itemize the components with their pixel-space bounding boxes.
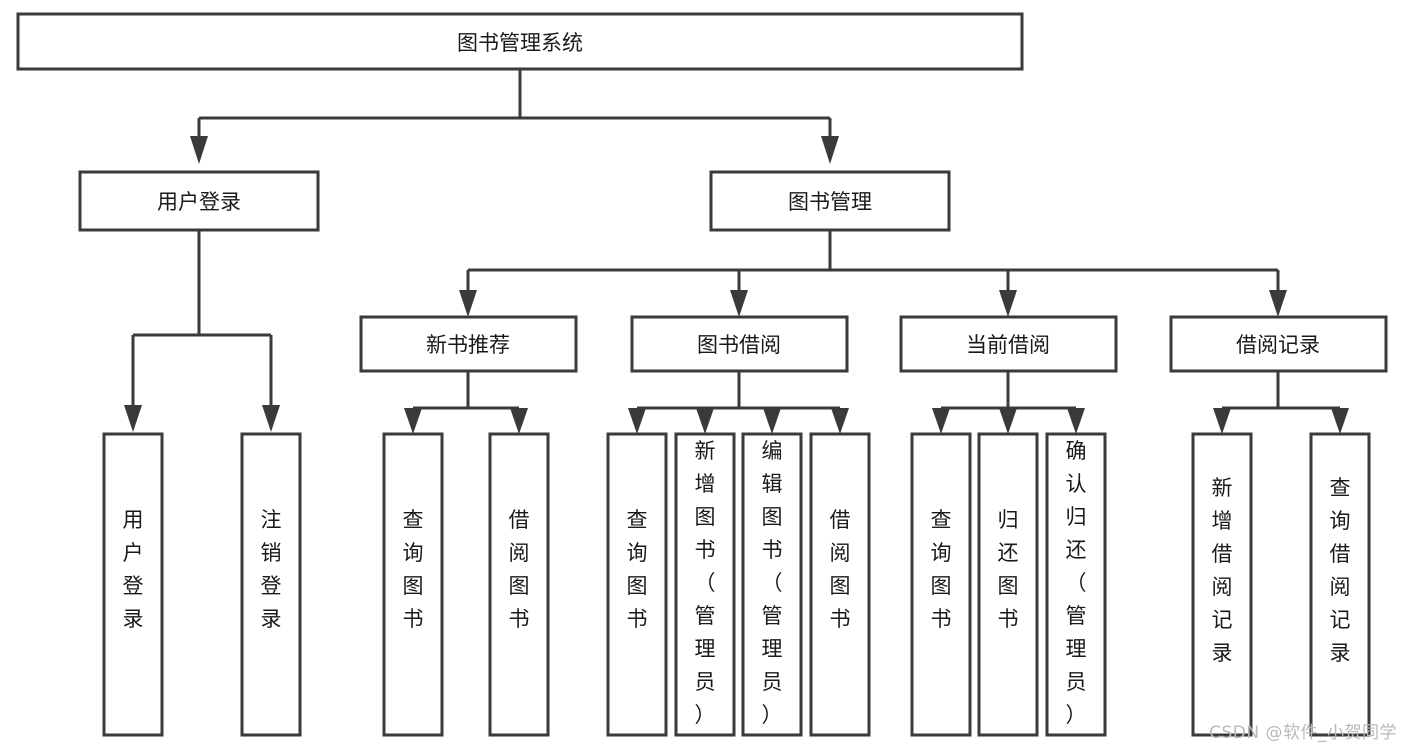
arrowhead-book-manage: [821, 136, 839, 164]
leaf-add-book-admin[interactable]: 新增图书（管理员）: [674, 432, 736, 737]
root-label: 图书管理系统: [457, 31, 583, 55]
arrowhead-leaf-query-book-3: [932, 408, 950, 434]
arrowhead-leaf-add-book: [696, 408, 714, 434]
root-box[interactable]: [16, 12, 1024, 71]
leaf-return-book-label: 归还图书: [998, 508, 1019, 631]
borrow-record-label: 借阅记录: [1236, 333, 1320, 357]
leaf-user-login-label: 用户登录: [123, 508, 144, 631]
leaf-add-borrow-record-label: 新增借阅记录: [1212, 476, 1233, 665]
leaf-return-book-box[interactable]: [977, 432, 1039, 737]
edge-layer: [124, 68, 1349, 434]
leaf-query-book-borrow-label: 查询图书: [627, 508, 648, 631]
book-management-box[interactable]: [709, 170, 951, 232]
arrowhead-user-login: [190, 136, 208, 164]
leaf-logout-box[interactable]: [240, 432, 302, 737]
leaf-confirm-return-admin[interactable]: 确认归还（管理员）: [1045, 432, 1107, 737]
current-borrow-label: 当前借阅: [966, 333, 1050, 357]
arrowhead-leaf-logout: [262, 405, 280, 432]
leaf-edit-book-admin-box[interactable]: [741, 432, 803, 737]
leaf-borrow-book-recommend-label: 借阅图书: [509, 508, 530, 631]
leaf-logout[interactable]: 注销登录: [240, 432, 302, 737]
leaf-return-book[interactable]: 归还图书: [977, 432, 1039, 737]
new-book-recommend-box[interactable]: [359, 315, 578, 373]
current-borrow-box[interactable]: [899, 315, 1118, 373]
node-book-borrow[interactable]: 图书借阅: [630, 315, 849, 373]
arrowhead-leaf-borrow-book-1: [510, 408, 528, 434]
book-borrow-box[interactable]: [630, 315, 849, 373]
leaf-query-borrow-record-box[interactable]: [1309, 432, 1371, 737]
leaf-borrow-book-recommend-box[interactable]: [488, 432, 550, 737]
arrowhead-leaf-user-login: [124, 405, 142, 432]
leaf-user-login[interactable]: 用户登录: [102, 432, 164, 737]
leaf-query-book-recommend[interactable]: 查询图书: [382, 432, 444, 737]
leaf-query-book-current-box[interactable]: [910, 432, 972, 737]
leaf-borrow-book-borrow[interactable]: 借阅图书: [809, 432, 871, 737]
leaf-query-borrow-record-label: 查询借阅记录: [1330, 476, 1351, 665]
leaf-add-borrow-record[interactable]: 新增借阅记录: [1191, 432, 1253, 737]
node-current-borrow[interactable]: 当前借阅: [899, 315, 1118, 373]
leaf-edit-book-admin-label: 编辑图书（管理员）: [762, 439, 783, 727]
leaf-query-book-borrow-box[interactable]: [606, 432, 668, 737]
leaf-query-book-current-label: 查询图书: [931, 508, 952, 631]
leaf-query-book-recommend-box[interactable]: [382, 432, 444, 737]
leaf-query-book-borrow[interactable]: 查询图书: [606, 432, 668, 737]
leaf-query-book-current[interactable]: 查询图书: [910, 432, 972, 737]
leaf-logout-label: 注销登录: [261, 508, 282, 631]
node-borrow-record[interactable]: 借阅记录: [1169, 315, 1388, 373]
leaf-add-book-admin-box[interactable]: [674, 432, 736, 737]
arrowhead-leaf-query-book-2: [628, 408, 646, 434]
borrow-record-box[interactable]: [1169, 315, 1388, 373]
arrowhead-leaf-query-book-1: [404, 408, 422, 434]
leaf-add-book-admin-label: 新增图书（管理员）: [695, 439, 716, 727]
node-new-book-recommend[interactable]: 新书推荐: [359, 315, 578, 373]
arrowhead-leaf-return-book: [999, 408, 1017, 434]
arrowhead-borrow-record: [1269, 290, 1287, 317]
leaf-user-login-box[interactable]: [102, 432, 164, 737]
leaf-borrow-book-borrow-label: 借阅图书: [830, 508, 851, 631]
node-root-book-management-system[interactable]: 图书管理系统: [16, 12, 1024, 71]
new-book-recommend-label: 新书推荐: [426, 333, 510, 357]
book-borrow-label: 图书借阅: [697, 333, 781, 357]
node-book-management[interactable]: 图书管理: [709, 170, 951, 232]
user-login-label: 用户登录: [157, 190, 241, 214]
leaf-borrow-book-borrow-box[interactable]: [809, 432, 871, 737]
leaf-confirm-return-admin-label: 确认归还（管理员）: [1066, 439, 1087, 727]
leaf-add-borrow-record-box[interactable]: [1191, 432, 1253, 737]
leaf-query-borrow-record[interactable]: 查询借阅记录: [1309, 432, 1371, 737]
arrowhead-current-borrow: [999, 290, 1017, 317]
arrowhead-leaf-query-record: [1331, 408, 1349, 434]
csdn-watermark: CSDN @软件_小贺同学: [1209, 723, 1397, 743]
arrowhead-new-book-recommend: [459, 290, 477, 317]
arrowhead-book-borrow: [730, 290, 748, 317]
arrowhead-leaf-add-record: [1213, 408, 1231, 434]
leaf-edit-book-admin[interactable]: 编辑图书（管理员）: [741, 432, 803, 737]
book-management-label: 图书管理: [788, 190, 872, 214]
arrowhead-leaf-borrow-book-2: [831, 408, 849, 434]
node-user-login[interactable]: 用户登录: [78, 170, 320, 232]
user-login-box[interactable]: [78, 170, 320, 232]
leaf-confirm-return-admin-box[interactable]: [1045, 432, 1107, 737]
leaf-borrow-book-recommend[interactable]: 借阅图书: [488, 432, 550, 737]
leaf-query-book-recommend-label: 查询图书: [403, 508, 424, 631]
arrowhead-leaf-confirm-return: [1067, 408, 1085, 434]
arrowhead-leaf-edit-book: [763, 408, 781, 434]
